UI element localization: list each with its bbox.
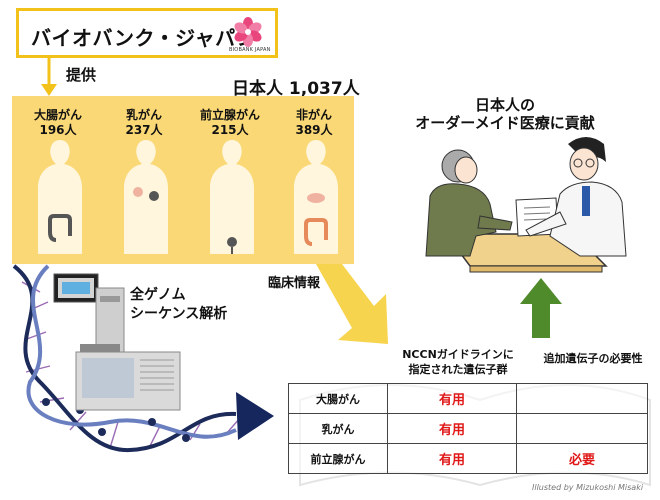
biobank-logo-text: BIOBANK JAPAN xyxy=(229,47,271,53)
sequencer-machine-icon xyxy=(53,273,125,353)
colon-icon xyxy=(304,218,328,246)
cancer-name: 大腸がん xyxy=(33,108,82,122)
row-label: 前立腺がん xyxy=(288,443,388,474)
cancer-name: 乳がん xyxy=(125,108,162,122)
colon-icon xyxy=(48,214,72,242)
breast-icon xyxy=(133,187,143,197)
cancer-name: 非がん xyxy=(295,108,332,122)
cancer-name: 前立腺がん xyxy=(199,108,260,122)
cancer-count: 196人 xyxy=(39,123,77,137)
biobank-name: バイオバンク・ジャパン xyxy=(31,26,258,50)
genome-sequencing-label: 全ゲノム シーケンス解析 xyxy=(130,287,228,322)
cohort-panel: 大腸がん 196人 乳がん 237人 前立腺がん 215人 非がん 389人 xyxy=(12,96,354,264)
cancer-none-label: 非がん 389人 xyxy=(274,108,354,138)
server-rack-icon xyxy=(75,351,181,411)
additional-result: 必要 xyxy=(516,443,648,474)
doctor-figure xyxy=(525,137,627,257)
body-figure-colorectal xyxy=(38,140,82,254)
patient-figure xyxy=(425,149,513,257)
cancer-breast-label: 乳がん 237人 xyxy=(104,108,184,138)
row-label: 乳がん xyxy=(288,413,388,444)
table-row: 乳がん 有用 xyxy=(288,413,648,444)
body-figure-breast xyxy=(124,140,168,254)
breast-tumor-icon xyxy=(149,191,159,201)
additional-result xyxy=(516,413,648,444)
provide-arrow-icon xyxy=(41,58,57,96)
additional-result xyxy=(516,383,648,414)
illustration-credit: Illusted by Mizukoshi Misaki xyxy=(532,483,644,492)
biobank-flower-logo-icon xyxy=(234,17,262,47)
body-figure-noncancer xyxy=(294,140,338,254)
table-row: 前立腺がん 有用 必要 xyxy=(288,443,648,474)
row-label: 大腸がん xyxy=(288,383,388,414)
cancer-count: 389人 xyxy=(295,123,333,137)
prostate-icon xyxy=(227,237,237,247)
results-table: 大腸がん 有用 乳がん 有用 前立腺がん 有用 必要 xyxy=(288,383,648,474)
cancer-prostate-label: 前立腺がん 215人 xyxy=(190,108,270,138)
cancer-colorectal-label: 大腸がん 196人 xyxy=(18,108,98,138)
table-header-additional: 追加遺伝子の必要性 xyxy=(543,352,643,365)
total-participants-label: 日本人 1,037人 xyxy=(232,79,360,99)
body-figure-prostate xyxy=(210,140,254,254)
organ-icon xyxy=(307,193,325,203)
biobank-japan-box: バイオバンク・ジャパン BIOBANK JAPAN xyxy=(16,8,278,58)
table-header-nccn: NCCNガイドラインに 指定された遺伝子群 xyxy=(402,348,514,376)
clinical-info-label: 臨床情報 xyxy=(268,276,321,291)
cancer-count: 237人 xyxy=(125,123,163,137)
dna-helix-illustration xyxy=(12,264,274,453)
nccn-result: 有用 xyxy=(387,443,517,474)
cancer-count: 215人 xyxy=(211,123,249,137)
provide-label: 提供 xyxy=(66,66,97,84)
goal-label: 日本人の オーダーメイド医療に貢献 xyxy=(415,96,595,132)
body-silhouettes xyxy=(38,140,338,254)
clinical-info-arrow-icon xyxy=(316,264,388,344)
contribution-arrow-icon xyxy=(520,278,562,338)
nccn-result: 有用 xyxy=(387,383,517,414)
dna-arrow-icon xyxy=(236,392,274,440)
table-row: 大腸がん 有用 xyxy=(288,383,648,414)
doctor-patient-illustration xyxy=(425,137,627,273)
nccn-result: 有用 xyxy=(387,413,517,444)
